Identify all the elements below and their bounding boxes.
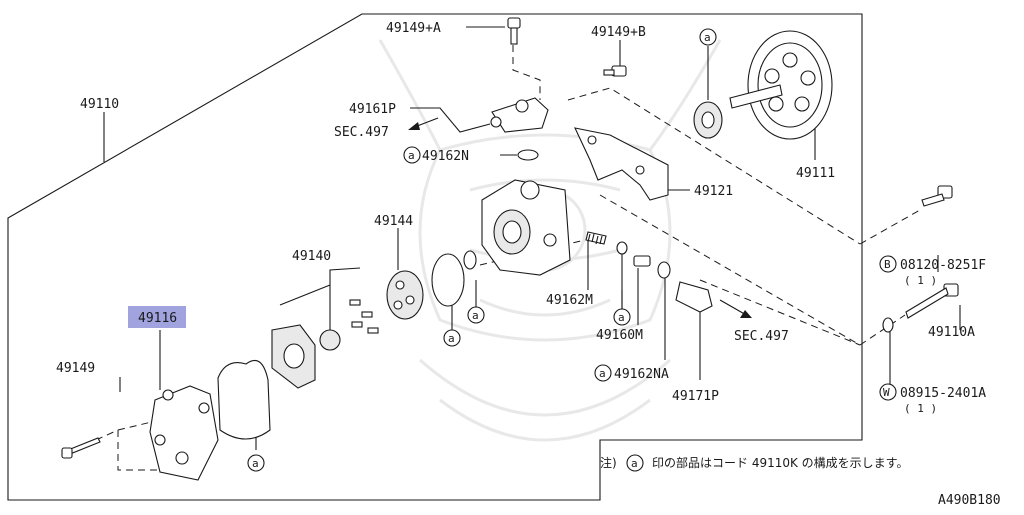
callout-49162na[interactable]: 49162NA [614, 367, 669, 382]
callout-49149a[interactable]: 49149+A [386, 21, 441, 36]
washer-08915[interactable] [882, 317, 894, 333]
callout-sec497-lower[interactable]: SEC.497 [734, 329, 789, 344]
bolt-49149a[interactable] [507, 17, 521, 45]
sec-arrows [408, 117, 752, 318]
rear-cover-49116[interactable] [149, 385, 219, 481]
valve-49160m[interactable] [633, 255, 651, 267]
callout-49161p[interactable]: 49161P [349, 102, 396, 117]
connector-49171p[interactable] [675, 281, 713, 313]
rotor-vanes[interactable] [319, 299, 379, 351]
callout-49144[interactable]: 49144 [374, 214, 413, 229]
marker-a: a [448, 332, 455, 345]
assembly-frame [7, 13, 863, 501]
leader-lines [103, 26, 961, 450]
bolt-49110a[interactable] [905, 283, 959, 319]
oring-small-b[interactable] [657, 261, 671, 279]
oring-49162n[interactable] [517, 149, 539, 161]
callout-49110a[interactable]: 49110A [928, 325, 975, 340]
callout-49162m[interactable]: 49162M [546, 293, 593, 308]
callout-49111[interactable]: 49111 [796, 166, 835, 181]
callout-08120-qty: ( 1 ) [904, 274, 937, 287]
callout-49140[interactable]: 49140 [292, 249, 331, 264]
cam-ring-49140[interactable] [271, 324, 316, 389]
seal-ring[interactable] [693, 101, 723, 139]
oring-small-a[interactable] [616, 241, 628, 255]
cover-plate-49144[interactable] [386, 270, 424, 320]
callout-49162n[interactable]: 49162N [422, 149, 469, 164]
callout-49149b[interactable]: 49149+B [591, 25, 646, 40]
marker-a: a [599, 367, 606, 380]
callout-49171p[interactable]: 49171P [672, 389, 719, 404]
pulley-shaft-49111[interactable] [729, 30, 833, 140]
bolt-49149[interactable] [61, 437, 101, 459]
bracket-49121[interactable] [574, 127, 669, 201]
callout-08915-qty: ( 1 ) [904, 402, 937, 415]
bolt-08120[interactable] [921, 185, 953, 207]
note-prefix: 注) [600, 455, 617, 470]
callout-49110[interactable]: 49110 [80, 97, 119, 112]
marker-a-group: a a a a a a a a B W [247, 28, 897, 472]
marker-w: W [883, 386, 890, 399]
marker-a: a [408, 149, 415, 162]
callout-49160m[interactable]: 49160M [596, 328, 643, 343]
callout-49116[interactable]: 49116 [138, 311, 177, 326]
gasket[interactable] [217, 359, 271, 440]
callout-49149[interactable]: 49149 [56, 361, 95, 376]
callout-highlight [128, 306, 186, 328]
marker-a: a [618, 311, 625, 324]
oring-large[interactable] [431, 250, 477, 307]
marker-a: a [704, 31, 711, 44]
pipe-fitting-49161p[interactable] [490, 97, 549, 133]
marker-b: B [884, 258, 891, 271]
callout-sec497-upper[interactable]: SEC.497 [334, 125, 389, 140]
callout-08120[interactable]: 08120-8251F [900, 258, 986, 273]
marker-a: a [252, 457, 259, 470]
callout-08915[interactable]: 08915-2401A [900, 386, 986, 401]
marker-a: a [472, 309, 479, 322]
callout-49121[interactable]: 49121 [694, 184, 733, 199]
bolt-49149b[interactable] [603, 65, 627, 77]
pump-body[interactable] [481, 179, 571, 276]
footnote: 注) 印の部品はコード 49110K の構成を示します。 [600, 455, 908, 470]
spring-49162m[interactable] [585, 231, 607, 245]
note-text: 印の部品はコード 49110K の構成を示します。 [652, 455, 908, 470]
callout-labels: 49110 49149+A 49149+B 49161P SEC.497 491… [56, 21, 986, 415]
marker-a: a [631, 457, 638, 470]
figure-code: A490B180 [938, 493, 1001, 508]
